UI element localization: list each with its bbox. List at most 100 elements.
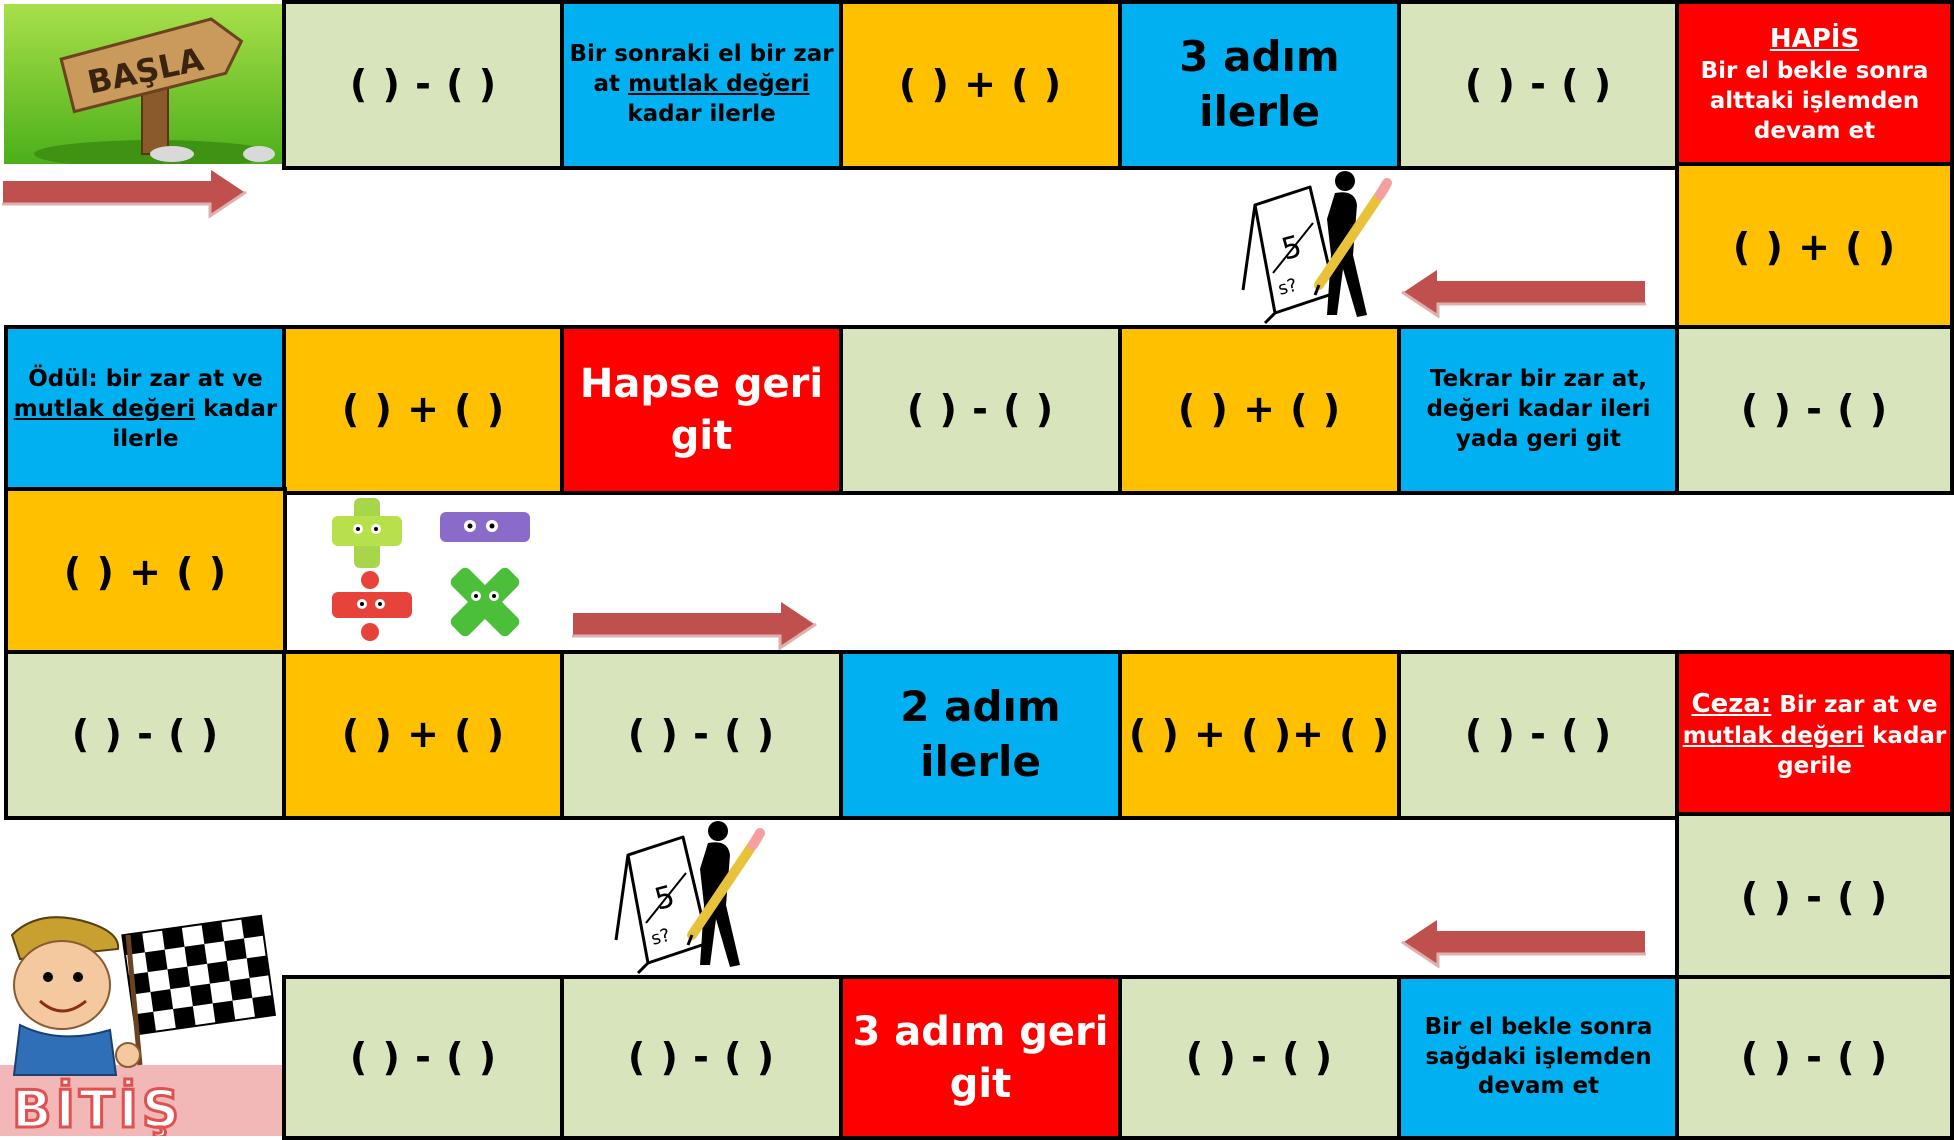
square-text: ( ) + ( ) [342,710,505,759]
square-text-line: devam et [1477,1073,1600,1100]
board-square-green: ( ) - ( ) [560,975,843,1140]
square-text-line: ( ) + ( )+ ( ) [1128,712,1391,757]
square-text-line: ( ) - ( ) [1740,387,1889,432]
square-text-line: Hapse geri [579,361,824,407]
board-square-green: ( ) - ( ) [282,0,565,170]
square-text-line: mutlak değeri kadar [1682,723,1947,749]
square-text: ( ) - ( ) [1186,1033,1333,1082]
square-text-line: ( ) - ( ) [1464,712,1613,757]
square-text: ( ) - ( ) [350,1033,497,1082]
square-text-line: devam et [1753,117,1876,144]
board-square-green: ( ) - ( ) [839,325,1122,495]
square-text-line: kadar ilerle [627,100,776,127]
square-text: ( ) - ( ) [907,385,1054,434]
board-square-red: 3 adım geri git [839,975,1122,1140]
square-text: 2 adım ilerle [843,680,1118,789]
board-square-red: Ceza: Bir zar at ve mutlak değeri kadar ge… [1675,650,1954,820]
square-text: ( ) - ( ) [1741,873,1888,922]
square-text-line: ( ) + ( ) [898,62,1063,107]
square-text-line: git [949,1060,1012,1107]
arrow-left-icon [1400,916,1647,968]
stick-figure-drawing-icon: 5 s? [1241,171,1392,325]
board-square-green: ( ) - ( ) [282,975,565,1140]
square-text-line: ( ) - ( ) [349,1034,498,1079]
square-text-line: ( ) + ( ) [63,549,228,594]
square-text-line: ilerle [112,425,179,452]
square-text-line: Ödül: bir zar at ve [28,366,263,393]
board-square-red: Hapse geri git [560,325,843,495]
board-square-green: ( ) - ( ) [1118,975,1401,1140]
math-operators-icon [332,498,530,641]
finish-boy-checkered-flag-icon: BİTİŞ [0,914,282,1140]
square-text-line: at mutlak değeri [593,71,810,98]
square-text-line: Bir el bekle sonra [1424,1013,1653,1040]
board-square-orange: ( ) + ( ) [1675,162,1954,333]
square-text-line: Ceza: Bir zar at ve [1691,689,1938,720]
square-text-line: ( ) - ( ) [1185,1034,1334,1079]
square-text-line: mutlak değeri kadar [13,396,278,423]
square-text-line: ( ) - ( ) [627,712,776,757]
square-text: Ceza: Bir zar at ve mutlak değeri kadar ge… [1683,688,1947,782]
square-text-line: ( ) + ( ) [341,387,506,432]
square-text: Bir el bekle sonra sağdaki işlemden devam … [1425,1013,1653,1103]
square-text-line: Bir el bekle sonra [1700,58,1929,85]
square-text-line: Bir sonraki el bir zar [569,41,834,68]
arrow-right-icon [1,166,248,218]
square-text-line: git [670,413,733,459]
square-text-line: 3 adım ilerle [1179,32,1340,136]
square-text-line: ( ) + ( ) [1732,224,1897,269]
board-square-orange: ( ) + ( ) [282,650,565,820]
board-square-orange: ( ) + ( )+ ( ) [1118,650,1401,820]
square-text: ( ) + ( )+ ( ) [1129,710,1390,759]
square-text-line: gerile [1777,752,1852,779]
square-text: ( ) + ( ) [64,548,227,597]
board-square-green: ( ) - ( ) [1675,325,1954,495]
board-square-orange: ( ) + ( ) [282,325,565,495]
board-square-orange: ( ) + ( ) [839,0,1122,170]
stick-figure-drawing-icon: 5 s? [614,821,765,975]
square-text-line: HAPİS [1769,24,1860,55]
board-square-green: ( ) - ( ) [1675,812,1954,983]
svg-text:s?: s? [1276,275,1300,300]
square-text: ( ) - ( ) [72,710,219,759]
square-text-line: 2 adım ilerle [900,682,1061,786]
square-text: ( ) - ( ) [350,60,497,109]
square-text-line: ( ) - ( ) [1464,62,1613,107]
square-text-line: alttaki işlemden [1709,87,1920,114]
square-text-line: sağdaki işlemden [1425,1043,1652,1070]
finish-square: BİTİŞ [0,905,282,1140]
square-text: ( ) + ( ) [1178,385,1341,434]
square-text: ( ) + ( ) [899,60,1062,109]
square-text: ( ) - ( ) [1465,710,1612,759]
arrow-left-icon [1400,266,1647,318]
board-square-orange: ( ) + ( ) [4,487,287,658]
square-text-line: ( ) - ( ) [627,1034,776,1079]
square-text: ( ) - ( ) [628,710,775,759]
board-square-green: ( ) - ( ) [1397,0,1680,170]
square-text-line: ( ) - ( ) [906,387,1055,432]
svg-text:s?: s? [649,925,673,950]
arrow-right-icon [571,598,818,650]
board-square-blue: Bir el bekle sonra sağdaki işlemden devam … [1397,975,1680,1140]
square-text-line: ( ) + ( ) [1177,387,1342,432]
square-text-line: ( ) - ( ) [349,62,498,107]
square-text-line: ( ) - ( ) [71,712,220,757]
square-text: ( ) + ( ) [1733,223,1896,272]
square-text-line: ( ) + ( ) [341,712,506,757]
square-text: ( ) - ( ) [1465,60,1612,109]
square-text-line: ( ) - ( ) [1740,874,1889,919]
square-text: ( ) - ( ) [628,1033,775,1082]
square-text-line: 3 adım geri [852,1008,1109,1055]
square-text: 3 adım geri git [853,1006,1109,1110]
square-text-line: Tekrar bir zar at, [1430,366,1647,393]
square-text: ( ) - ( ) [1741,385,1888,434]
